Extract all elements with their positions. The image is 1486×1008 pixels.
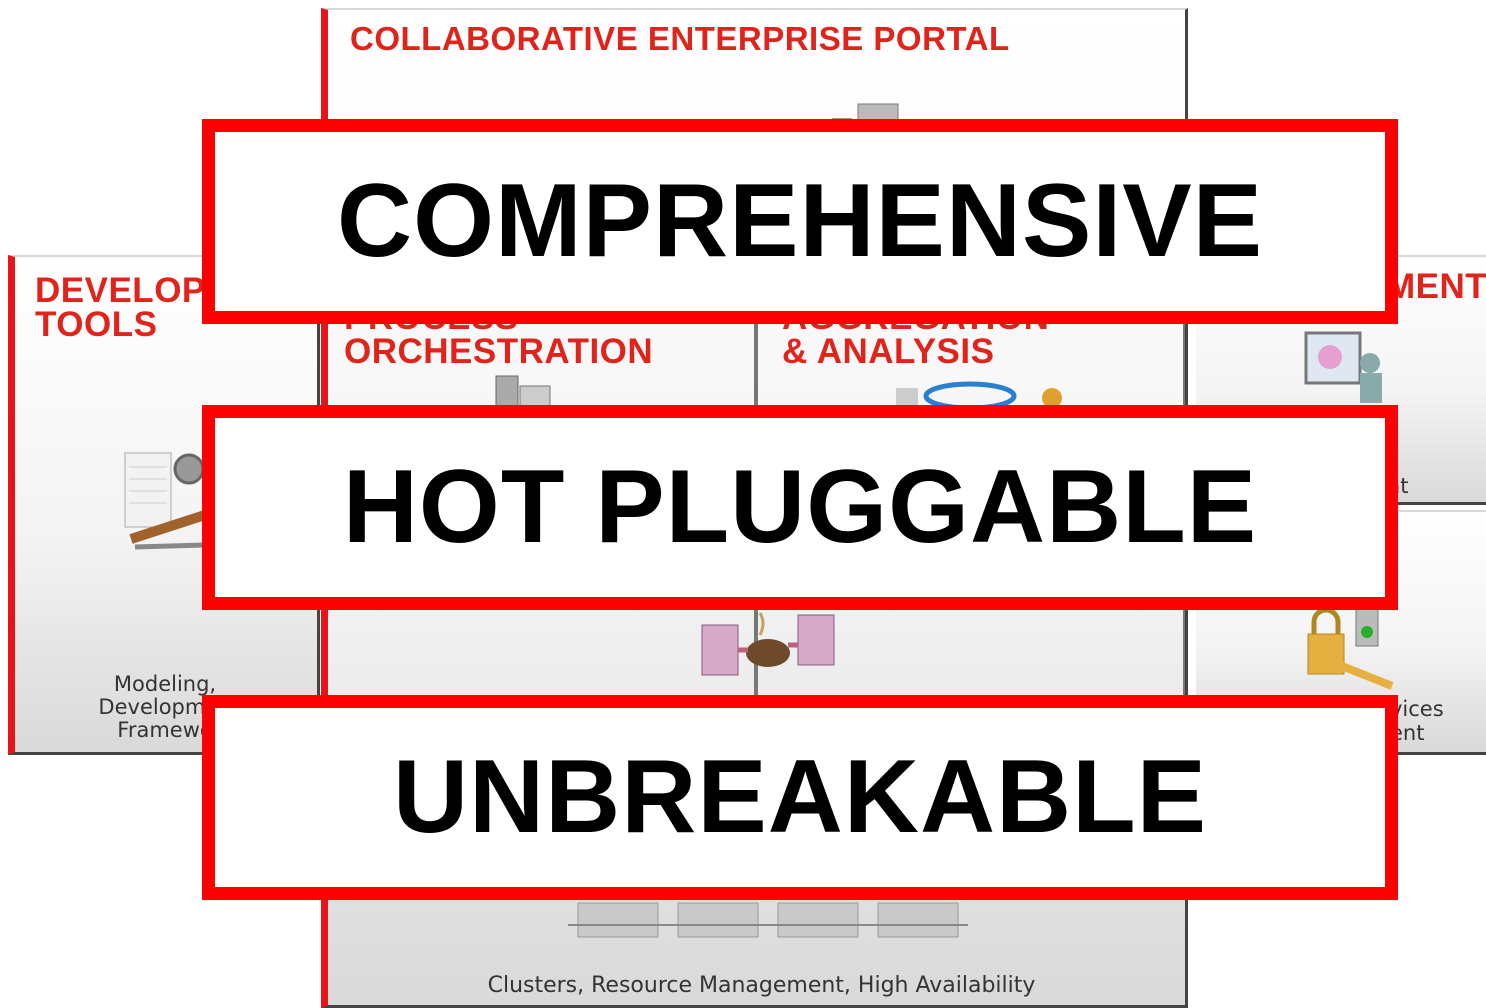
process-title-line2: ORCHESTRATION [344,332,654,371]
management-title: MENT [1386,267,1486,306]
portal-title: COLLABORATIVE ENTERPRISE PORTAL [350,20,1010,57]
lock-icon [1307,605,1394,690]
banner-hot-pluggable: HOT PLUGGABLE [202,405,1398,610]
dev-tools-title-line2: TOOLS [35,305,158,344]
monitor-user-icon [1304,331,1382,403]
banner-unbreakable-text: UNBREAKABLE [392,739,1208,855]
security-caption-line2: ent [1390,721,1425,745]
dev-tools-title-line1: DEVELOP [35,271,206,310]
dev-tools-caption: Modeling, Developmen Framewo [98,672,232,743]
portal-caption: Clusters, Resource Management, High Avai… [487,973,1036,998]
banner-hot-pluggable-text: HOT PLUGGABLE [342,449,1258,565]
banner-comprehensive: COMPREHENSIVE [202,119,1398,324]
security-caption-line1: vices [1390,697,1444,721]
banner-comprehensive-text: COMPREHENSIVE [336,163,1264,279]
banner-unbreakable: UNBREAKABLE [202,695,1398,900]
aggregation-title-line2: & ANALYSIS [782,332,995,371]
cluster-icon [568,902,968,938]
server-rack-icon [701,612,835,676]
